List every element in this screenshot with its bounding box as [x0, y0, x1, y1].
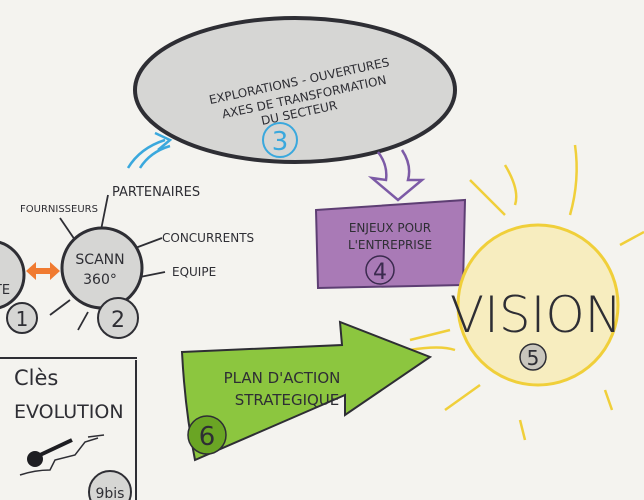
cles-number-circle: [88, 470, 132, 500]
plan-node[interactable]: PLAN D'ACTION STRATEGIQUE 6: [180, 320, 433, 462]
left-number-circle: [6, 302, 38, 334]
vision-node[interactable]: VISION 5: [409, 144, 644, 441]
cles-line1: Clès: [14, 366, 58, 390]
cles-number: 9bis: [96, 486, 125, 500]
vision-circle: [456, 223, 620, 387]
exploration-ellipse: [133, 16, 457, 164]
left-node-label: TE: [0, 283, 10, 298]
spoke-partenaires: PARTENAIRES: [112, 185, 200, 200]
enjeux-line1: ENJEUX POUR: [349, 221, 431, 235]
spoke-concurrents: CONCURRENTS: [162, 231, 254, 245]
enjeux-line2: L'ENTREPRISE: [348, 238, 432, 252]
cles-frame: [0, 357, 137, 500]
scan-line1: SCANN: [75, 252, 124, 268]
left-circle: [0, 240, 26, 310]
scan-number: 2: [111, 308, 125, 333]
vision-number: 5: [527, 346, 540, 370]
plan-line1: PLAN D'ACTION: [224, 369, 341, 387]
scan-number-circle: [97, 297, 139, 339]
plan-line2: STRATEGIQUE: [235, 391, 340, 409]
exploration-number-circle: [262, 122, 298, 158]
enjeux-number: 4: [373, 260, 387, 285]
spoke-equipe: EQUIPE: [172, 265, 216, 279]
blue-arrow-icon: [126, 131, 173, 169]
exploration-number: 3: [272, 127, 289, 157]
purple-arrow-icon: [367, 149, 426, 202]
exploration-node[interactable]: EXPLORATIONS - OUVERTURES AXES DE TRANSF…: [133, 16, 457, 164]
orange-double-arrow-icon: [26, 262, 60, 280]
scan-circle: [60, 226, 144, 310]
enjeux-node[interactable]: ENJEUX POUR L'ENTREPRISE 4: [314, 198, 467, 290]
left-node[interactable]: TE 1: [0, 240, 38, 334]
cles-line2: EVOLUTION: [14, 401, 124, 423]
sun-rays-icon: [409, 144, 644, 441]
enjeux-number-circle: [365, 255, 395, 285]
key-icon: [19, 434, 105, 476]
vision-number-circle: [519, 343, 547, 371]
cles-evolution-card[interactable]: Clès EVOLUTION 9bis: [0, 357, 137, 500]
vision-label: VISION: [450, 286, 622, 344]
plan-number-circle: [187, 415, 227, 455]
spoke-fournisseurs: FOURNISSEURS: [20, 204, 98, 215]
scan-line2: 360°: [83, 272, 117, 288]
left-node-number: 1: [16, 307, 29, 331]
scan-node[interactable]: SCANN 360° 2 FOURNISSEURS PARTENAIRES CO…: [20, 185, 254, 339]
plan-number: 6: [199, 422, 216, 452]
